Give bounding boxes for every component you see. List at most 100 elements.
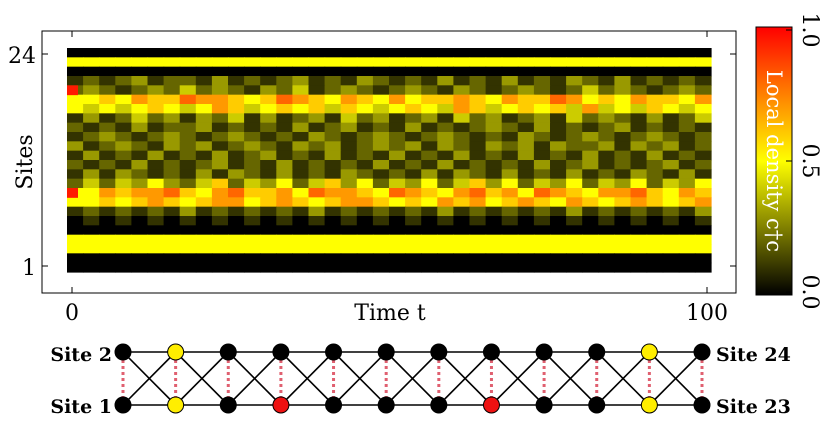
heatmap-cell bbox=[99, 85, 116, 96]
heatmap-cell bbox=[179, 76, 197, 86]
heatmap-cell bbox=[662, 169, 680, 180]
heatmap-cell bbox=[244, 234, 261, 245]
heatmap-cell bbox=[292, 150, 310, 161]
heatmap-cell bbox=[372, 169, 390, 180]
heatmap-cell bbox=[179, 132, 197, 142]
heatmap-cell bbox=[550, 234, 567, 245]
heatmap-cell bbox=[678, 234, 696, 245]
heatmap-cell bbox=[115, 48, 132, 58]
heatmap-cell bbox=[356, 253, 374, 264]
heatmap-cell bbox=[421, 178, 438, 189]
heatmap-cell bbox=[598, 178, 615, 189]
heatmap-cell bbox=[244, 141, 261, 152]
heatmap-cell bbox=[614, 94, 632, 105]
heatmap-cell bbox=[115, 160, 132, 170]
heatmap-cell bbox=[646, 48, 664, 58]
heatmap-cell bbox=[308, 94, 326, 105]
heatmap-cell bbox=[179, 206, 197, 217]
heatmap-cell bbox=[550, 178, 567, 189]
heatmap-cell bbox=[405, 122, 422, 133]
heatmap-cell bbox=[292, 160, 310, 170]
heatmap-cell bbox=[646, 216, 664, 226]
heatmap-cell bbox=[582, 188, 599, 198]
heatmap-cell bbox=[533, 85, 551, 96]
heatmap-cell bbox=[179, 225, 197, 236]
heatmap-cell bbox=[211, 150, 229, 161]
heatmap-cell bbox=[292, 262, 310, 273]
heatmap-cell bbox=[244, 57, 261, 68]
heatmap-cell bbox=[195, 150, 213, 161]
heatmap-cell bbox=[308, 104, 326, 114]
heatmap-cell bbox=[453, 76, 471, 86]
heatmap-cell bbox=[308, 234, 326, 245]
heatmap-cell bbox=[598, 113, 615, 124]
heatmap-cell bbox=[517, 48, 535, 58]
heatmap-cell bbox=[582, 85, 599, 96]
heatmap-cell bbox=[485, 122, 503, 133]
heatmap-cell bbox=[228, 132, 245, 142]
heatmap-cell bbox=[678, 253, 696, 264]
heatmap-cell bbox=[485, 178, 503, 189]
heatmap-cell bbox=[244, 225, 261, 236]
heatmap-cell bbox=[340, 188, 358, 198]
heatmap-cell bbox=[372, 262, 390, 273]
heatmap-cell bbox=[308, 85, 326, 96]
heatmap-cell bbox=[485, 150, 503, 161]
heatmap-cell bbox=[501, 150, 519, 161]
y-tick-label-24: 24 bbox=[8, 44, 36, 69]
heatmap-cell bbox=[147, 234, 165, 245]
heatmap-cell bbox=[405, 225, 422, 236]
heatmap-cell bbox=[389, 85, 406, 96]
heatmap-cell bbox=[566, 48, 583, 58]
heatmap-cell bbox=[582, 76, 599, 86]
heatmap-cell bbox=[292, 132, 310, 142]
heatmap-cell bbox=[260, 48, 277, 58]
heatmap-cell bbox=[598, 57, 615, 68]
heatmap-cell bbox=[115, 150, 132, 161]
heatmap-cell bbox=[389, 178, 406, 189]
heatmap-cell bbox=[437, 225, 454, 236]
heatmap-cell bbox=[630, 160, 648, 170]
heatmap-cell bbox=[694, 225, 712, 236]
heatmap-cell bbox=[211, 197, 229, 208]
heatmap-cell bbox=[195, 94, 213, 105]
heatmap-cell bbox=[405, 160, 422, 170]
heatmap-cell bbox=[99, 253, 116, 264]
heatmap-cell bbox=[276, 188, 293, 198]
heatmap-cell bbox=[308, 48, 326, 58]
heatmap-cell bbox=[566, 178, 583, 189]
heatmap-cell bbox=[211, 113, 229, 124]
heatmap-cell bbox=[453, 244, 471, 254]
heatmap-cell bbox=[630, 141, 648, 152]
heatmap-cell bbox=[83, 188, 100, 198]
heatmap-cell bbox=[99, 262, 116, 273]
heatmap-cell bbox=[147, 178, 165, 189]
heatmap-cell bbox=[115, 66, 132, 77]
heatmap-cell bbox=[260, 216, 277, 226]
heatmap-cell bbox=[372, 253, 390, 264]
heatmap-cell bbox=[372, 132, 390, 142]
heatmap-cell bbox=[566, 225, 583, 236]
heatmap-cell bbox=[67, 197, 84, 208]
heatmap-cell bbox=[582, 197, 599, 208]
heatmap-cell bbox=[694, 178, 712, 189]
heatmap-cell bbox=[163, 216, 181, 226]
heatmap-cell bbox=[678, 141, 696, 152]
heatmap-cell bbox=[260, 244, 277, 254]
heatmap-cell bbox=[405, 253, 422, 264]
heatmap-cell bbox=[485, 76, 503, 86]
heatmap-cell bbox=[131, 216, 149, 226]
heatmap-cell bbox=[678, 178, 696, 189]
heatmap-cell bbox=[324, 188, 342, 198]
heatmap-cell bbox=[244, 132, 261, 142]
heatmap-cell bbox=[163, 234, 181, 245]
heatmap-cell bbox=[598, 76, 615, 86]
heatmap-cell bbox=[147, 141, 165, 152]
heatmap-cell bbox=[582, 160, 599, 170]
heatmap-cell bbox=[421, 113, 438, 124]
heatmap-cell bbox=[292, 197, 310, 208]
heatmap-cell bbox=[566, 66, 583, 77]
heatmap-cell bbox=[147, 104, 165, 114]
heatmap-cell bbox=[99, 94, 116, 105]
heatmap-cell bbox=[131, 48, 149, 58]
